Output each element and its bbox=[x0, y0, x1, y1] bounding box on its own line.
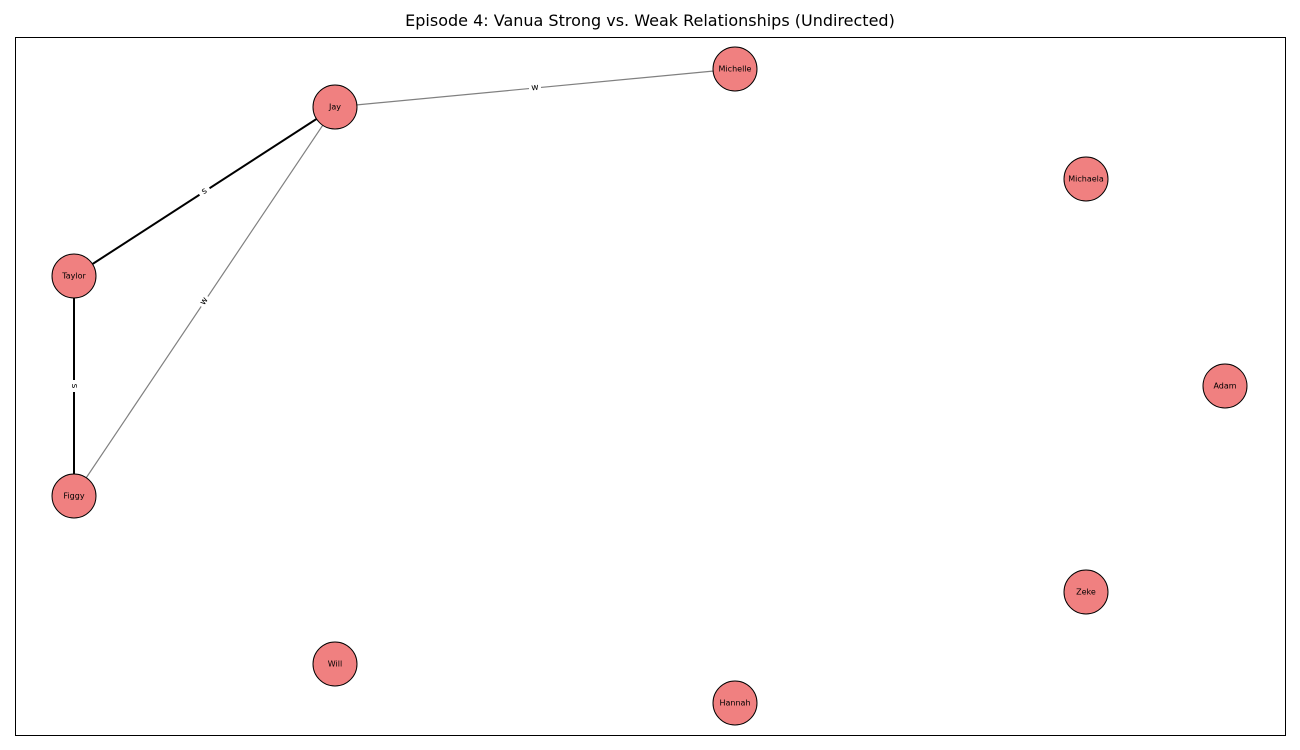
node-zeke: Zeke bbox=[1063, 569, 1109, 615]
edge-label-jay-figgy: w bbox=[196, 293, 213, 310]
edge-label-background bbox=[196, 183, 213, 200]
edge-label-taylor-figgy: s bbox=[68, 380, 80, 392]
node-label: Michelle bbox=[719, 65, 752, 74]
edges-layer bbox=[73, 68, 736, 497]
node-label: Jay bbox=[328, 103, 341, 112]
node-circle bbox=[1202, 363, 1248, 409]
edge-label-text: w bbox=[531, 83, 539, 94]
node-adam: Adam bbox=[1202, 363, 1248, 409]
edge-label-background bbox=[528, 81, 542, 95]
nodes-layer: Jay MichelleMichaelaTaylorAdamFiggyZekeWi… bbox=[51, 46, 1248, 726]
edge-label-background bbox=[196, 293, 213, 310]
node-circle bbox=[312, 84, 358, 130]
edge-label-background bbox=[68, 380, 80, 392]
diagram-title: Episode 4: Vanua Strong vs. Weak Relatio… bbox=[405, 11, 895, 30]
node-circle bbox=[712, 680, 758, 726]
edge-label-jay-michelle: w bbox=[528, 81, 542, 95]
node-circle bbox=[712, 46, 758, 92]
node-label: Michaela bbox=[1068, 175, 1104, 184]
node-label: Hannah bbox=[719, 699, 750, 708]
node-label: Zeke bbox=[1076, 588, 1096, 597]
node-taylor: Taylor bbox=[51, 253, 97, 299]
node-label: Adam bbox=[1213, 382, 1236, 391]
edge-label-text: s bbox=[69, 384, 79, 389]
node-circle bbox=[1063, 156, 1109, 202]
node-circle bbox=[51, 473, 97, 519]
node-will: Will bbox=[312, 641, 358, 687]
node-hannah: Hannah bbox=[712, 680, 758, 726]
node-circle bbox=[51, 253, 97, 299]
edge-labels-layer: w s w s bbox=[68, 81, 542, 392]
node-michaela: Michaela bbox=[1063, 156, 1109, 202]
node-label: Taylor bbox=[61, 272, 86, 281]
edge-label-text: s bbox=[200, 186, 210, 197]
node-circle bbox=[1063, 569, 1109, 615]
node-label: Will bbox=[328, 660, 342, 669]
node-figgy: Figgy bbox=[51, 473, 97, 519]
node-jay: Jay bbox=[312, 84, 358, 130]
node-michelle: Michelle bbox=[712, 46, 758, 92]
edge-label-jay-taylor: s bbox=[196, 183, 213, 200]
plot-frame bbox=[15, 37, 1286, 736]
edge-label-text: w bbox=[198, 296, 210, 308]
node-circle bbox=[312, 641, 358, 687]
node-label: Figgy bbox=[63, 492, 84, 501]
